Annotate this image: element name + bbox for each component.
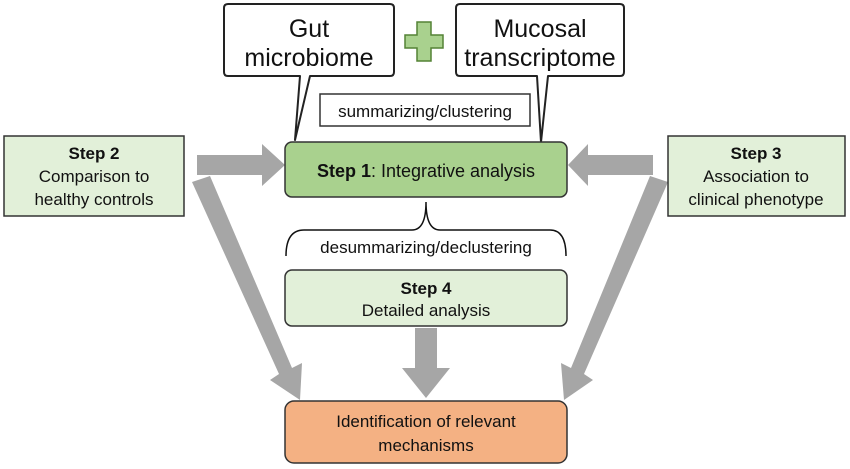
arrow-step3-to-result [561,176,668,400]
arrow-step4-to-result [402,328,450,398]
gray-arrows [192,144,668,400]
desummarizing-brace [285,201,567,257]
result-line2: mechanisms [378,436,473,455]
summarizing-label: summarizing/clustering [319,93,531,127]
step1-box: Step 1: Integrative analysis [284,141,568,198]
step4-title: Step 4 [400,279,452,298]
mucosal-label-line1: Mucosal [493,15,586,43]
step1-text: : Integrative analysis [371,161,535,181]
step2-line1: Comparison to [39,167,150,186]
step3-line1: Association to [703,167,809,186]
step2-title: Step 2 [68,144,119,163]
plus-icon [404,21,444,62]
step4-line1: Detailed analysis [362,301,491,320]
step2-line2: healthy controls [34,190,153,209]
gut-label-line1: Gut [289,15,329,43]
mucosal-label-line2: transcriptome [464,44,615,72]
desummarizing-text: desummarizing/declustering [320,238,532,257]
svg-text:Step 1: Integrative analysis: Step 1: Integrative analysis [317,161,535,181]
mucosal-transcriptome-callout: Mucosal transcriptome [455,3,625,143]
result-line1: Identification of relevant [336,412,516,431]
step3-line2: clinical phenotype [688,190,823,209]
arrow-step2-to-result [192,176,302,400]
step3-box: Step 3 Association to clinical phenotype [667,135,846,217]
gut-microbiome-callout: Gut microbiome [223,3,395,141]
gut-label-line2: microbiome [244,44,373,72]
result-box: Identification of relevant mechanisms [284,400,568,464]
step4-box: Step 4 Detailed analysis [284,269,568,327]
arrow-step2-to-step1 [197,144,285,186]
step2-box: Step 2 Comparison to healthy controls [3,135,185,217]
step3-title: Step 3 [730,144,781,163]
step1-title: Step 1 [317,161,371,181]
arrow-step3-to-step1 [568,144,653,186]
summarizing-text: summarizing/clustering [338,102,512,121]
